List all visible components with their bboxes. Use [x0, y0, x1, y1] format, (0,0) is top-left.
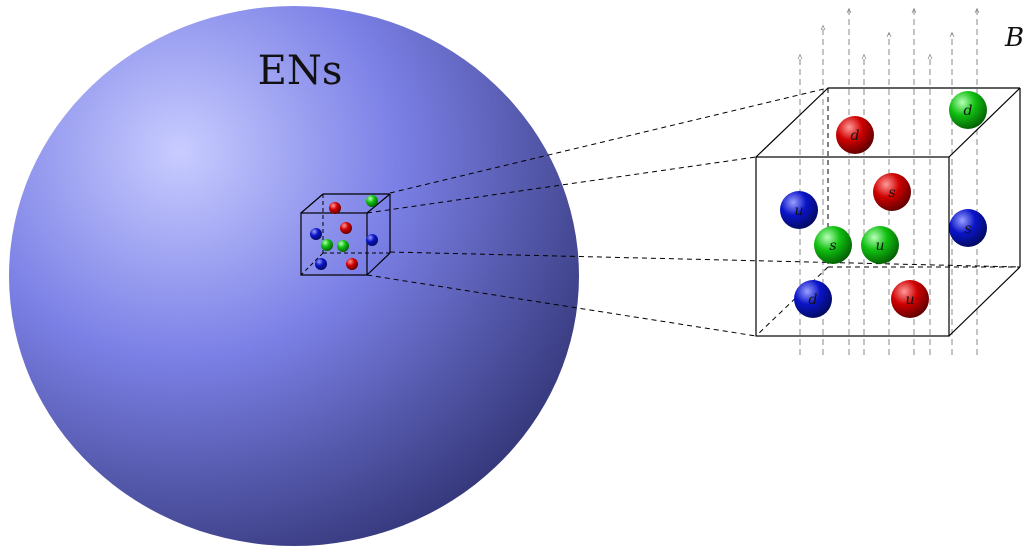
quark-u-red: u [891, 280, 929, 318]
small-quark-red [340, 222, 352, 234]
small-quark-red [329, 202, 341, 214]
small-quark-red [346, 258, 358, 270]
sphere-label: ENs [258, 48, 343, 94]
zoom-projection-lines [366, 87, 1021, 337]
quark-sphere [836, 116, 874, 154]
zoom-line-top-front [366, 156, 757, 214]
quark-sphere [794, 280, 832, 318]
quark-d-blue: d [794, 280, 832, 318]
zoom-line-bottom-back [389, 251, 1021, 268]
quark-flavor-label: u [875, 238, 884, 254]
quark-flavor-label: s [829, 238, 836, 254]
big-cube-quarks: d d u s s s u d u [780, 91, 987, 318]
small-quark-blue [366, 234, 378, 246]
quark-sphere [891, 280, 929, 318]
quark-sphere [861, 226, 899, 264]
small-quark-blue [315, 258, 327, 270]
quark-sphere [873, 173, 911, 211]
quark-d-green: d [949, 91, 987, 129]
small-cube-quarks [310, 195, 378, 270]
quark-flavor-label: d [809, 292, 818, 308]
zoom-line-top-back [389, 87, 829, 194]
quark-sphere [949, 91, 987, 129]
small-cube [300, 193, 391, 276]
field-label: B [1004, 23, 1024, 53]
small-quark-blue [310, 228, 322, 240]
small-quark-green [321, 239, 333, 251]
quark-s-blue: s [949, 209, 987, 247]
quark-s-green: s [814, 226, 852, 264]
quark-sphere [814, 226, 852, 264]
small-quark-green [337, 240, 349, 252]
quark-u-green: u [861, 226, 899, 264]
quark-s-red: s [873, 173, 911, 211]
quark-d-red: d [836, 116, 874, 154]
quark-flavor-label: d [851, 128, 860, 144]
quark-sphere [780, 191, 818, 229]
big-cube [755, 87, 1021, 337]
quark-flavor-label: d [964, 103, 973, 119]
big-cube-hidden-edges [755, 88, 1020, 337]
quark-flavor-label: u [794, 203, 803, 219]
zoom-line-bottom-front [366, 274, 757, 337]
quark-flavor-label: s [964, 221, 971, 237]
small-quark-green [366, 195, 378, 207]
quark-u-blue: u [780, 191, 818, 229]
en-sphere [9, 6, 579, 546]
quark-sphere [949, 209, 987, 247]
quark-flavor-label: s [888, 185, 895, 201]
quark-flavor-label: u [905, 292, 914, 308]
